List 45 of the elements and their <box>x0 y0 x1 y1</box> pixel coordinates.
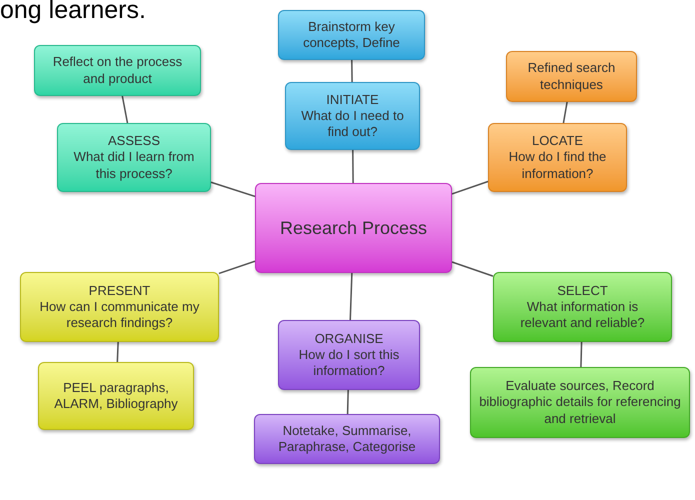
connector-line <box>116 342 119 362</box>
topic-box <box>278 10 425 60</box>
topic-box <box>254 414 440 464</box>
topic-text: Refined search techniques <box>526 60 616 93</box>
topic-box <box>506 51 637 102</box>
topic-text: What did I learn from this process? <box>72 149 196 182</box>
topic-heading: LOCATE <box>532 133 584 150</box>
connector-line <box>346 390 349 414</box>
topic-heading: INITIATE <box>326 92 379 108</box>
topic-text: Research Process <box>280 216 428 240</box>
topic-box <box>20 272 219 342</box>
topic-heading: SELECT <box>557 282 608 299</box>
connector-line <box>351 60 353 82</box>
topic-heading: ORGANISE <box>314 330 384 347</box>
central-topic-box <box>255 183 452 273</box>
topic-box <box>57 123 211 192</box>
topic-text: Brainstorm key concepts, Define <box>302 18 401 52</box>
topic-heading: PRESENT <box>88 282 150 299</box>
connector-line <box>580 342 582 368</box>
topic-text: How can I communicate my research findings? <box>38 298 200 332</box>
connector-line <box>122 96 128 124</box>
topic-text: How do I sort this information? <box>298 346 400 380</box>
topic-box <box>285 82 420 150</box>
connector-line <box>350 272 353 320</box>
topic-text: What do I need to find out? <box>300 108 405 140</box>
topic-box <box>470 367 690 438</box>
connector-line <box>352 150 354 183</box>
connector-line <box>452 261 494 277</box>
topic-text: What information is relevant and reliable? <box>519 298 646 332</box>
topic-box <box>493 272 672 342</box>
connector-line <box>452 180 488 195</box>
topic-text: PEEL paragraphs, ALARM, Bibliography <box>53 380 179 412</box>
topic-text: Reflect on the process and product <box>52 54 184 87</box>
topic-text: Evaluate sources, Record bibliographic details for referencing and retrieval <box>479 378 681 427</box>
topic-box <box>488 123 627 192</box>
topic-box <box>278 320 420 390</box>
topic-heading: ASSESS <box>108 133 160 150</box>
heading-fragment: ong learners. <box>0 0 146 26</box>
topic-text: Notetake, Summarise, Paraphrase, Categorise <box>277 422 417 456</box>
connector-line <box>562 102 568 124</box>
connector-line <box>210 182 256 198</box>
topic-box <box>34 45 201 96</box>
connector-line <box>218 260 256 274</box>
topic-box <box>38 362 194 430</box>
topic-text: How do I find the information? <box>508 149 608 182</box>
